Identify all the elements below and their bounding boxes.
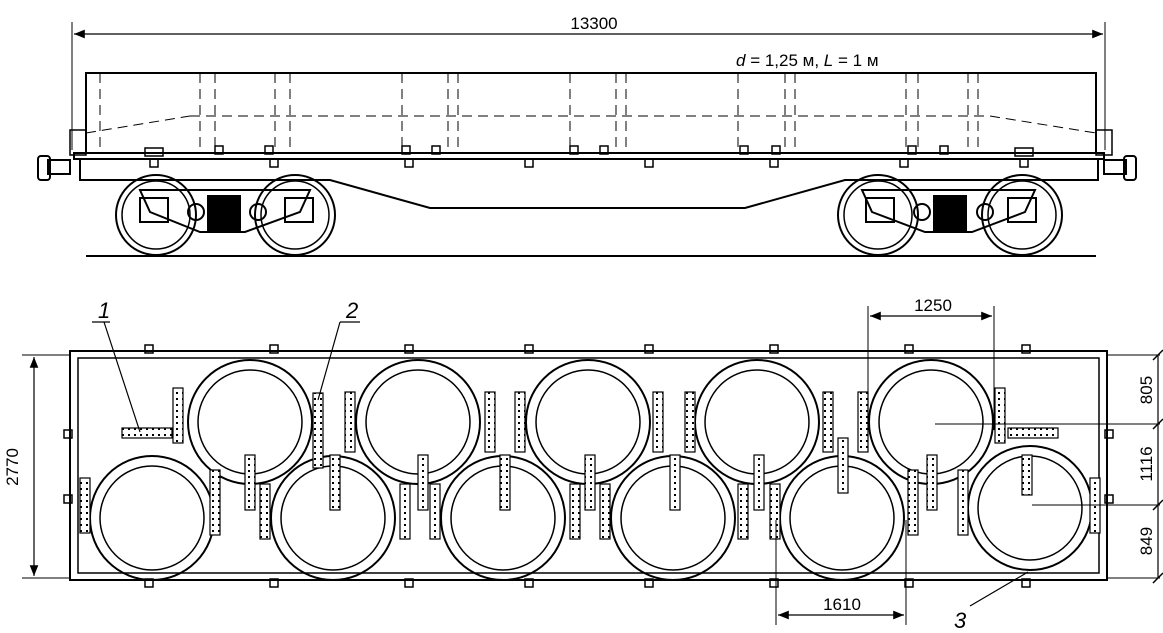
overall-length-label: 13300 <box>570 14 617 33</box>
deck-edge <box>69 129 87 156</box>
offset-label-bottom: 849 <box>1137 527 1156 555</box>
l-symbol: L <box>824 51 833 70</box>
callout-1: 1 <box>98 298 110 323</box>
platform-width-label: 2770 <box>3 448 22 486</box>
deck-edge-right <box>1095 129 1113 156</box>
bogie-left <box>115 174 336 256</box>
callout-3-leader <box>969 571 1029 607</box>
plan-stake-pockets <box>63 344 1114 588</box>
offset-ticks <box>1152 349 1163 584</box>
offset-label-top: 805 <box>1137 376 1156 404</box>
load-outline <box>85 72 1097 154</box>
pipe <box>89 455 215 581</box>
l-value: = 1 м <box>833 51 878 70</box>
platform-outline-inner <box>77 357 1100 574</box>
callout-1-leader <box>103 321 141 433</box>
bogie-right <box>837 174 1063 256</box>
coupler-right <box>1103 155 1137 181</box>
load-dash-lines <box>85 73 1097 153</box>
plan-view <box>22 306 1163 625</box>
stake-pockets <box>144 145 1034 168</box>
coupler-left <box>37 155 71 181</box>
deck-rail <box>73 152 1105 160</box>
offset-label-middle: 1116 <box>1137 446 1156 481</box>
callout-2-leader <box>317 321 341 401</box>
d-symbol: d <box>736 51 746 70</box>
callout-3: 3 <box>954 608 967 633</box>
side-view <box>37 22 1137 257</box>
center-sill <box>79 159 1099 209</box>
d-value: = 1,25 м, <box>745 51 823 70</box>
platform-outline-outer <box>69 350 1108 581</box>
load-parameters-caption: d = 1,25 м, L = 1 м <box>736 51 879 70</box>
row-spacing-label: 1610 <box>823 595 861 614</box>
pipe-pitch-label: 1250 <box>914 296 952 315</box>
callout-2: 2 <box>345 298 358 323</box>
wooden-bars <box>79 387 1101 540</box>
